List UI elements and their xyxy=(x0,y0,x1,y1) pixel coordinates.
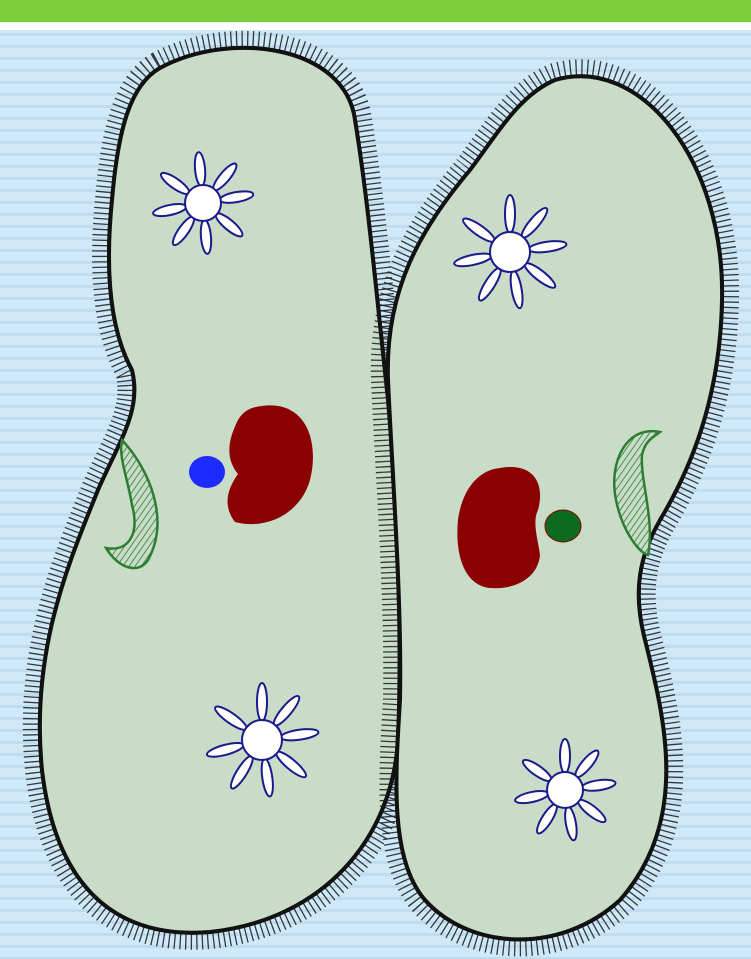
micronucleus xyxy=(545,510,581,542)
micronucleus xyxy=(189,456,225,488)
